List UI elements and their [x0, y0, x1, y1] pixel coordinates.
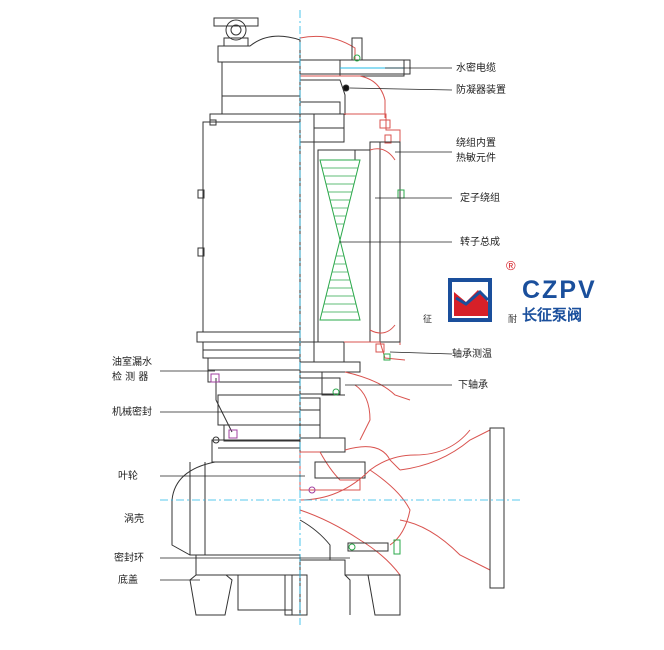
motor-housing — [202, 121, 301, 333]
label-seal-ring: 密封环 — [114, 553, 144, 564]
logo-side-left: 征 — [423, 315, 433, 325]
label-oil-leak-2: 检 测 器 — [112, 372, 149, 383]
label-oil-leak-1: 油室漏水 — [112, 357, 152, 368]
label-impeller: 叶轮 — [118, 471, 138, 482]
brand-en: CZPV — [522, 276, 597, 304]
motor-top-cap — [217, 35, 301, 63]
outlet-pipe — [399, 429, 491, 571]
leader-lines — [160, 67, 453, 581]
label-volute: 涡壳 — [124, 514, 144, 525]
external-view — [171, 17, 301, 616]
logo-side-right: 耐 — [508, 315, 518, 325]
lifting-eye — [225, 19, 247, 41]
label-rotor-assembly: 转子总成 — [460, 237, 500, 248]
outlet-flange — [489, 427, 505, 589]
label-bottom-cover: 底盖 — [118, 575, 138, 586]
label-bearing-temp: 轴承测温 — [452, 349, 492, 360]
label-cable: 水密电缆 — [456, 63, 496, 74]
base-feet — [189, 574, 233, 616]
rotor — [317, 149, 371, 343]
leak-detector-pipe — [215, 378, 233, 433]
label-lower-bearing: 下轴承 — [458, 380, 488, 391]
label-mechanical-seal: 机械密封 — [112, 407, 152, 418]
brand-cn: 长征泵阀 — [522, 306, 583, 324]
label-stator-winding: 定子绕组 — [460, 193, 500, 204]
center-lines — [160, 10, 520, 625]
impeller — [299, 451, 361, 491]
registered-mark: ® — [506, 258, 516, 273]
label-winding-built-in: 绕组内置 — [456, 138, 496, 149]
volute-casing — [171, 461, 300, 556]
label-anti-condensation: 防凝器装置 — [456, 85, 506, 96]
brand-logo — [448, 278, 492, 322]
label-thermal-element: 热敏元件 — [456, 153, 496, 164]
section-view — [291, 35, 505, 616]
